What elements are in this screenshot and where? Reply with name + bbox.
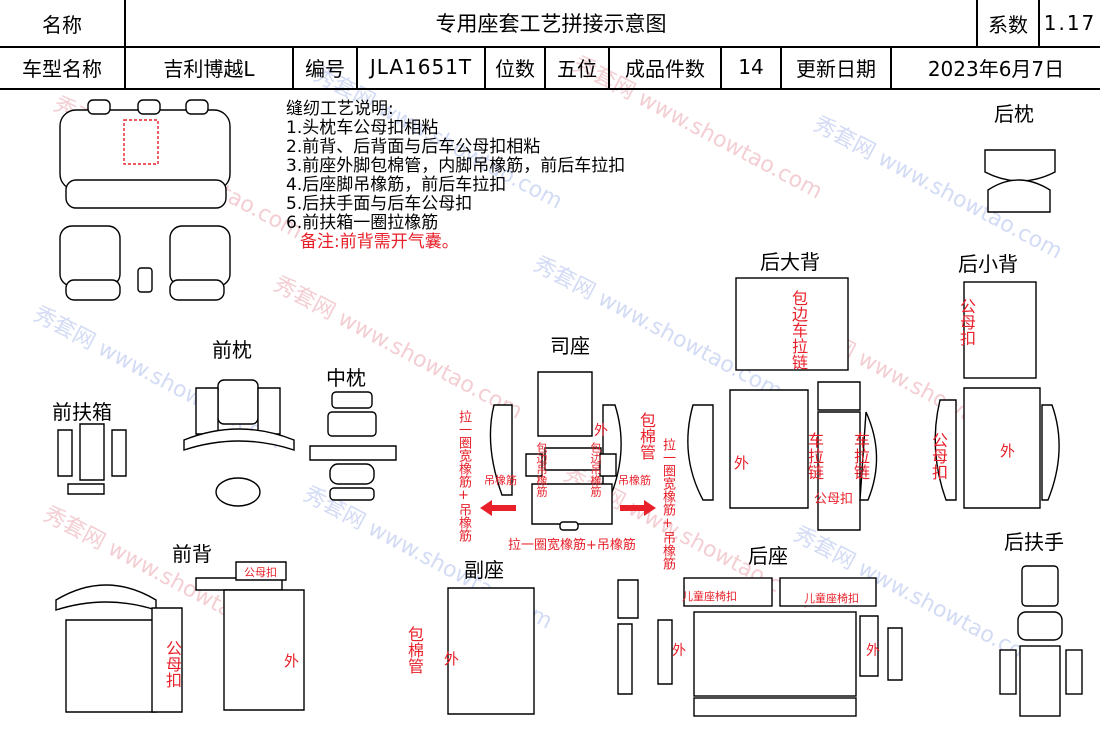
driver-seat-pieces [489, 371, 622, 531]
section-rear-headrest: 后枕 [994, 102, 1034, 126]
rear-small-back-pieces [934, 281, 1060, 509]
section-rear-armrest: 后扶手 [1004, 530, 1064, 554]
section-front-back: 前背 [172, 542, 212, 566]
seats-label: 位数 [486, 46, 546, 88]
model-value: 吉利博越L [126, 46, 294, 88]
rear-armrest-pieces [999, 565, 1083, 717]
annotation-outer: 外 [866, 643, 880, 659]
annotation-snap: 公母扣 [814, 492, 854, 507]
notes-title: 缝纫工艺说明: [286, 99, 394, 119]
code-value: JLA1651T [358, 46, 486, 88]
annotation-snap: 公母扣 [244, 566, 277, 579]
rear-seat-overview [59, 99, 231, 301]
note-item: 6.前扶箱一圈拉橡筋 [286, 213, 439, 233]
coef-value: 1.17 [1043, 11, 1097, 35]
annotation-edge-elastic: 包边吊橡筋 [535, 442, 548, 497]
note-item: 5.后扶手面与后车公母扣 [286, 194, 473, 214]
passenger-seat-pieces [447, 587, 535, 715]
annotation-zipper-edge: 包边车拉链 [789, 290, 808, 370]
annotation-edge-elastic: 包边吊橡筋 [589, 442, 602, 497]
annotation-cotton-tube: 包棉管 [405, 626, 424, 674]
front-armbox-pieces [57, 423, 127, 495]
front-headrest-pieces [183, 379, 295, 507]
date-value: 2023年6月7日 [927, 56, 1065, 81]
annotation-outer: 外 [284, 652, 300, 670]
date-label: 更新日期 [782, 46, 892, 88]
note-item: 1.头枕车公母扣相粘 [286, 118, 439, 138]
annotation-child-seat: 儿童座椅扣 [682, 590, 737, 603]
annotation-outer: 外 [594, 423, 608, 439]
section-driver-seat: 司座 [550, 334, 590, 358]
annotation-hang-elastic: 吊橡筋 [484, 474, 517, 487]
section-front-headrest: 前枕 [212, 338, 252, 362]
annotation-cotton-tube: 包棉管 [637, 412, 656, 460]
annotation-child-seat: 儿童座椅扣 [804, 592, 859, 605]
annotation-outer: 外 [734, 454, 750, 472]
front-back-pieces [55, 561, 305, 713]
name-label: 名称 [0, 0, 126, 46]
red-arrows [480, 500, 656, 516]
notes-remark: 备注:前背需开气囊。 [300, 232, 459, 252]
annotation-outer: 外 [444, 650, 460, 668]
annotation-outer: 外 [672, 643, 686, 659]
middle-headrest-pieces [309, 391, 397, 501]
header-row-1: 名称 专用座套工艺拼接示意图 系数 1.17 [0, 0, 1100, 48]
annotation-elastic: 拉一圈宽橡筋+吊橡筋 [456, 410, 471, 542]
note-item: 4.后座脚吊橡筋，前后车拉扣 [286, 175, 507, 195]
annotation-zipper: 车拉链 [851, 432, 870, 480]
annotation-elastic: 拉一圈宽橡筋+吊橡筋 [660, 438, 675, 570]
header-row-2: 车型名称 吉利博越L 编号 JLA1651T 位数 五位 成品件数 14 更新日… [0, 46, 1100, 90]
section-rear-seat: 后座 [748, 544, 788, 568]
rear-headrest-pieces [984, 149, 1056, 213]
annotation-zipper: 车拉链 [805, 432, 824, 480]
model-label: 车型名称 [0, 46, 126, 88]
annotation-hang-elastic: 吊橡筋 [618, 474, 651, 487]
rear-seat-pieces [617, 577, 903, 717]
sewing-notes: 缝纫工艺说明: 1.头枕车公母扣相粘 2.前背、后背面与后车公母扣相粘 3.前座… [286, 100, 625, 252]
pieces-value: 14 [722, 46, 782, 88]
note-item: 3.前座外脚包棉管，内脚吊橡筋，前后车拉扣 [286, 156, 626, 176]
annotation-driver-bottom: 拉一圈宽橡筋+吊橡筋 [508, 538, 636, 553]
section-rear-big-back: 后大背 [760, 250, 820, 274]
section-middle-headrest: 中枕 [326, 366, 366, 390]
page-title: 专用座套工艺拼接示意图 [126, 0, 978, 46]
annotation-snap: 公母扣 [163, 640, 182, 688]
annotation-outer: 外 [1000, 442, 1016, 460]
annotation-snap: 公母扣 [957, 298, 976, 346]
coef-label: 系数 [978, 0, 1040, 46]
code-label: 编号 [294, 46, 358, 88]
rear-big-back-pieces [687, 277, 878, 531]
section-passenger-seat: 副座 [464, 558, 504, 582]
pieces-label: 成品件数 [610, 46, 722, 88]
annotation-snap: 公母扣 [929, 432, 948, 480]
section-rear-small-back: 后小背 [958, 252, 1018, 276]
seats-value: 五位 [546, 46, 610, 88]
section-front-armbox: 前扶箱 [52, 400, 112, 424]
note-item: 2.前背、后背面与后车公母扣相粘 [286, 137, 541, 157]
